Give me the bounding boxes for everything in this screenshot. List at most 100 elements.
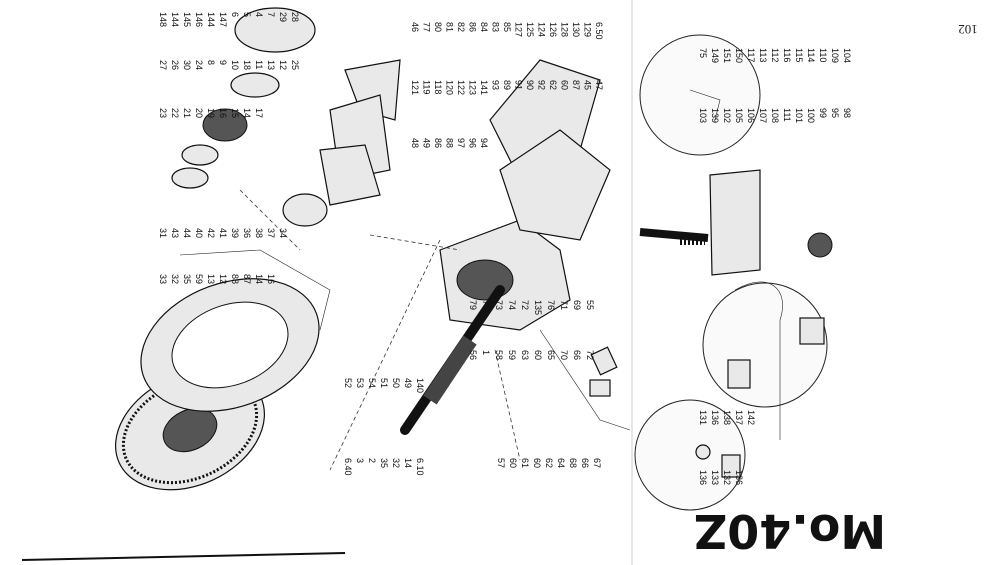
part-number-label: 8 bbox=[206, 60, 216, 65]
part-number-label: 141 bbox=[479, 80, 489, 95]
part-number-label: 16 bbox=[266, 274, 276, 284]
part-number-label: 126 bbox=[548, 22, 558, 37]
part-number-label: 93 bbox=[491, 80, 501, 90]
part-number-label: 130 bbox=[571, 22, 581, 37]
part-number-label: 34 bbox=[278, 228, 288, 238]
part-number-label: 103 bbox=[698, 108, 708, 123]
part-number-label: 136 bbox=[710, 410, 720, 425]
part-number-label: 92 bbox=[537, 80, 547, 90]
part-number-label: 127 bbox=[514, 22, 524, 37]
gearbox-casing bbox=[439, 219, 571, 331]
top-cover bbox=[489, 59, 611, 241]
part-number-label: 148 bbox=[158, 12, 168, 27]
part-number-label: 14 bbox=[254, 274, 264, 284]
part-number-label: 88 bbox=[445, 138, 455, 148]
part-number-label: 9 bbox=[218, 60, 228, 65]
part-number-label: 125 bbox=[525, 22, 535, 37]
part-number-label: 95 bbox=[830, 108, 840, 118]
part-number-label: 123 bbox=[468, 80, 478, 95]
part-number-label: 6.40 bbox=[343, 458, 353, 476]
part-number-label: 66 bbox=[572, 350, 582, 360]
clutch-housing bbox=[140, 249, 331, 412]
bearing-stack bbox=[171, 7, 328, 227]
part-number-label: 86 bbox=[468, 22, 478, 32]
part-number-label: 53 bbox=[355, 378, 365, 388]
part-number-label: 122 bbox=[456, 80, 466, 95]
part-number-label: 97 bbox=[456, 138, 466, 148]
part-number-label: 131 bbox=[698, 410, 708, 425]
part-number-label: 57 bbox=[496, 458, 506, 468]
part-number-label: 62 bbox=[548, 80, 558, 90]
part-number-label: 132 bbox=[722, 470, 732, 485]
part-number-label: 23 bbox=[158, 108, 168, 118]
part-number-label: 110 bbox=[818, 48, 828, 62]
part-number-label: 6 bbox=[230, 12, 240, 17]
part-number-label: 128 bbox=[560, 22, 570, 37]
part-number-label: 81 bbox=[445, 22, 455, 32]
part-number-label: 119 bbox=[422, 80, 432, 94]
fork-assembly bbox=[319, 59, 401, 206]
part-number-label: 72 bbox=[520, 300, 530, 310]
part-number-label: 83 bbox=[491, 22, 501, 32]
part-number-label: 18 bbox=[242, 60, 252, 70]
part-number-label: 38 bbox=[254, 228, 264, 238]
part-number-label: 114 bbox=[806, 48, 816, 62]
part-number-label: 79 bbox=[468, 300, 478, 310]
part-number-label: 60 bbox=[532, 458, 542, 468]
part-number-label: 73 bbox=[494, 300, 504, 310]
part-number-label: 4 bbox=[254, 12, 264, 17]
part-number-label: 21 bbox=[182, 108, 192, 118]
part-number-label: 99 bbox=[818, 108, 828, 118]
valve-block bbox=[639, 169, 833, 276]
part-number-label: 26 bbox=[170, 60, 180, 70]
part-number-label: 59 bbox=[194, 274, 204, 284]
part-number-label: 142 bbox=[746, 410, 756, 425]
part-number-label: 58 bbox=[494, 350, 504, 360]
part-number-label: 16 bbox=[218, 108, 228, 118]
part-number-label: 137 bbox=[734, 410, 744, 425]
part-number-label: 120 bbox=[445, 80, 455, 95]
part-number-label: 101 bbox=[794, 108, 804, 123]
part-number-label: 36 bbox=[242, 228, 252, 238]
part-number-label: 136 bbox=[734, 470, 744, 485]
part-number-label: 100 bbox=[806, 108, 816, 123]
leader-dash-1 bbox=[239, 189, 301, 251]
part-number-label: 88 bbox=[230, 274, 240, 284]
part-number-label: 66 bbox=[580, 458, 590, 468]
part-number-label: 62 bbox=[544, 458, 554, 468]
part-number-label: 60 bbox=[533, 350, 543, 360]
part-number-label: 67 bbox=[592, 458, 602, 468]
part-number-label: 31 bbox=[158, 228, 168, 238]
part-number-label: 35 bbox=[182, 274, 192, 284]
part-number-label: 124 bbox=[537, 22, 547, 37]
part-number-label: 64 bbox=[556, 458, 566, 468]
part-number-label: 28 bbox=[290, 12, 300, 22]
part-number-label: 84 bbox=[479, 22, 489, 32]
part-number-label: 121 bbox=[410, 80, 420, 95]
part-number-label: 111 bbox=[782, 108, 792, 122]
part-number-label: 136 bbox=[698, 470, 708, 485]
part-number-label: 149 bbox=[710, 48, 720, 63]
part-number-label: 70 bbox=[559, 350, 569, 360]
part-number-label: 105 bbox=[734, 108, 744, 123]
part-number-label: 47 bbox=[594, 80, 604, 90]
part-number-label: 32 bbox=[170, 274, 180, 284]
part-number-label: 6.10 bbox=[415, 458, 425, 476]
part-number-label: 86 bbox=[433, 138, 443, 148]
part-number-label: 33 bbox=[158, 274, 168, 284]
part-number-label: 151 bbox=[722, 48, 732, 63]
part-number-label: 35 bbox=[379, 458, 389, 468]
part-number-label: 77 bbox=[422, 22, 432, 32]
part-number-label: 45 bbox=[583, 80, 593, 90]
part-number-label: 104 bbox=[842, 48, 852, 63]
part-number-label: 59 bbox=[507, 350, 517, 360]
part-number-label: 108 bbox=[770, 108, 780, 123]
main-shaft bbox=[400, 285, 505, 435]
part-number-label: 115 bbox=[794, 48, 804, 62]
part-number-label: 107 bbox=[758, 108, 768, 123]
